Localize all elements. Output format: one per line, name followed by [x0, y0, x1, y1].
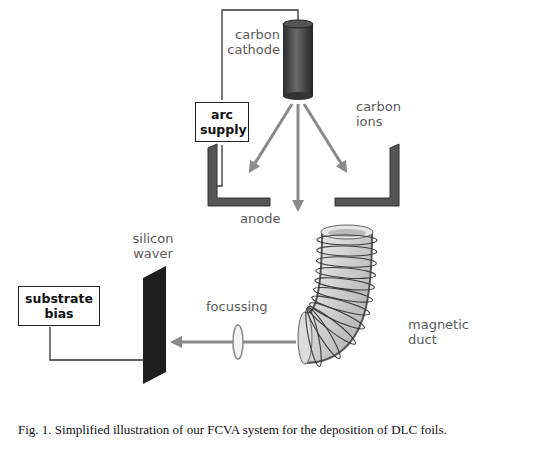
coil-turn [303, 305, 343, 361]
coil-winding [303, 235, 377, 368]
coil-turn [316, 256, 376, 269]
coil-turn [303, 307, 325, 368]
part-label: carbon cathode [222, 28, 280, 58]
supply-box: substrate bias [18, 286, 100, 326]
ion-arrow [252, 104, 344, 206]
coil-turn [317, 235, 377, 246]
box-label: arc supply [200, 107, 244, 137]
supply-box: arc supply [195, 102, 249, 142]
silicon-wafer [143, 266, 166, 384]
coil-turn [317, 245, 377, 257]
focussing-lens [233, 325, 243, 359]
coil-turn [313, 284, 374, 305]
coil-turn [310, 293, 370, 319]
part-label: silicon waver [118, 232, 188, 262]
carbon-cathode [283, 20, 313, 100]
part-label: carbon ions [356, 100, 412, 130]
part-label: magnetic duct [408, 318, 478, 348]
figure-caption: Fig. 1. Simplified illustration of our F… [18, 422, 533, 438]
part-label: focussing [206, 300, 286, 315]
box-label: substrate bias [23, 291, 95, 321]
part-label: anode [240, 212, 300, 227]
anode [208, 144, 399, 206]
